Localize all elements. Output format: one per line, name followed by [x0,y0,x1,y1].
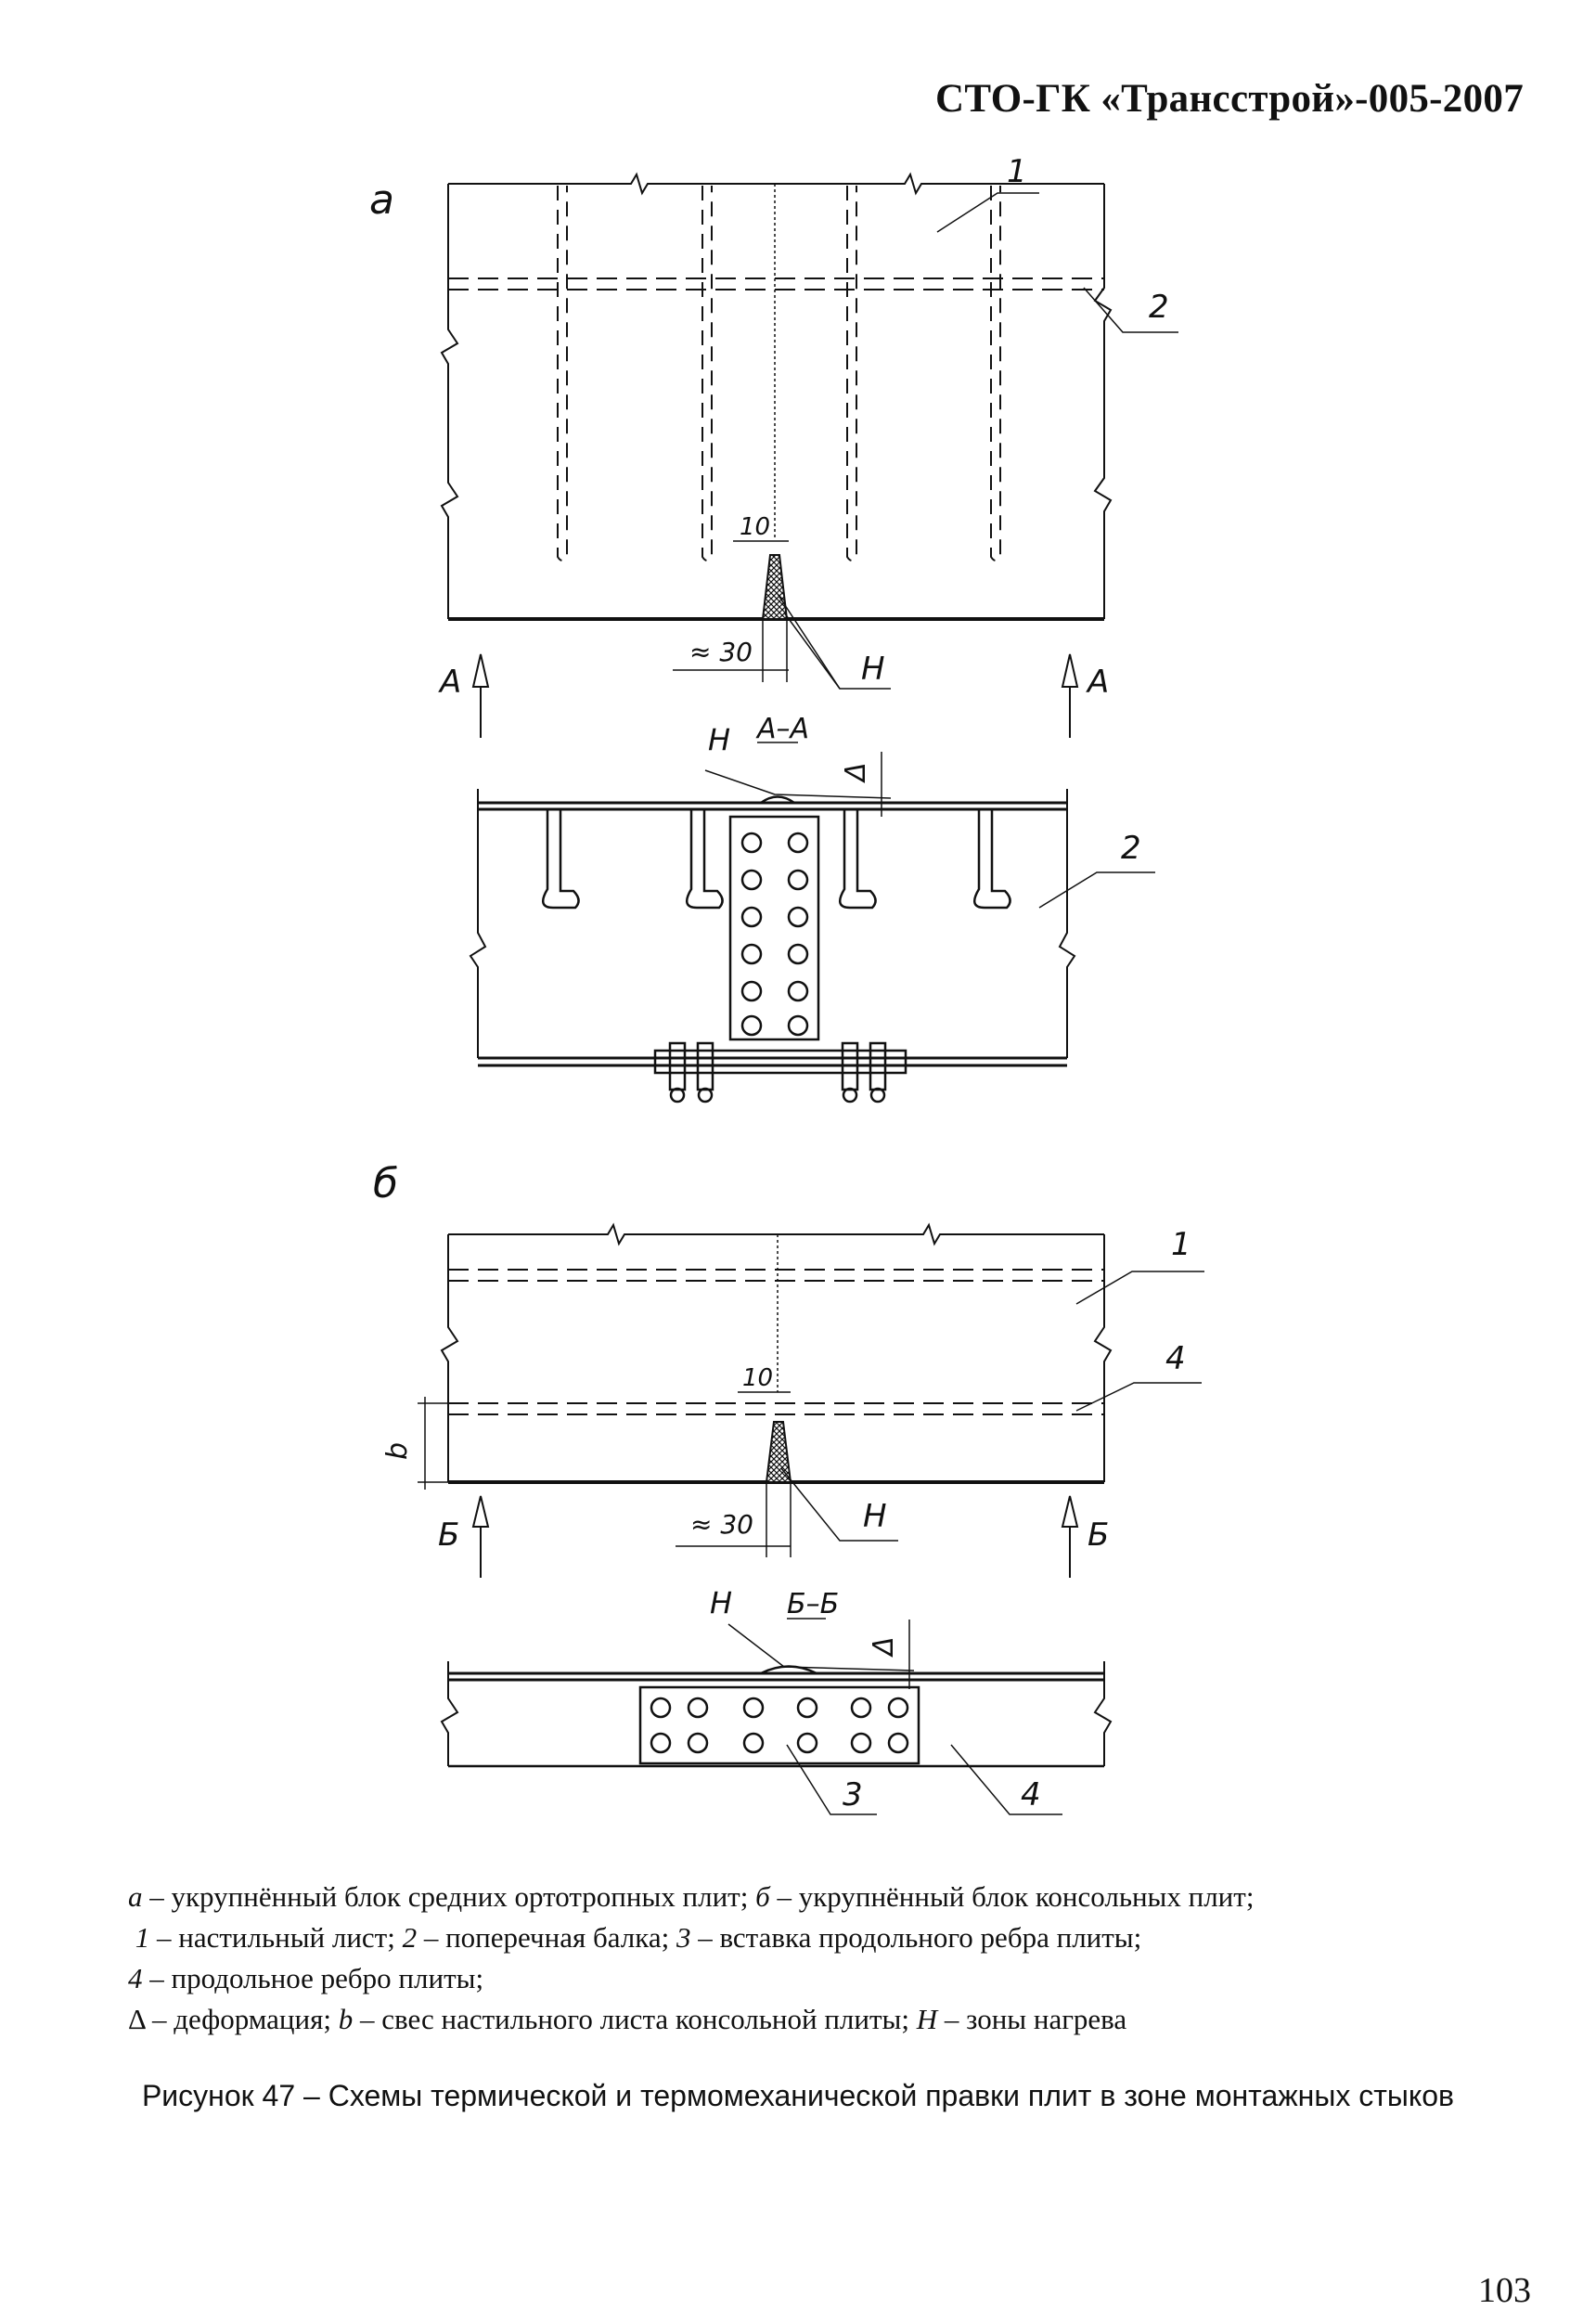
plate-left-edge [440,184,459,619]
bolts-b [650,1697,909,1754]
dim-b: b [381,1442,414,1460]
plate-b-top-edge [448,1222,1104,1246]
label-1-b: 1 [1171,1226,1191,1263]
label-2-section-a: 2 [1121,830,1141,867]
label-h-b: H [863,1498,887,1535]
technical-drawing: а 10 ≈ 30 H [369,153,1204,1815]
section-a-a: H А–А Δ [469,713,1155,1103]
label-1-a: 1 [1007,153,1027,190]
section-arrows-a: А А [438,653,1109,738]
dim-30-b: ≈ 30 [690,1509,753,1540]
plate-top-edge [448,172,1104,196]
legend-line-2: 1 – настильный лист; 2 – поперечная балк… [135,1921,1142,1954]
panel-a-plan: а 10 ≈ 30 H [369,153,1178,738]
figure-caption: Рисунок 47 – Схемы термической и термоме… [141,2079,1455,2112]
panel-a-label: а [369,176,394,224]
figure-legend: а – укрупнённый блок средних ортотропных… [128,1877,1501,2040]
delta-a: Δ [840,762,872,783]
label-3-b: 3 [843,1776,863,1813]
heating-zone-b [765,1421,792,1483]
bottom-bolts-a [668,1041,887,1103]
section-b-right-label: Б [1088,1516,1109,1554]
leader-1-a [936,192,1039,233]
rib-insert-b [638,1685,920,1765]
longitudinal-rib-b [448,1269,1104,1415]
label-h-section-b: H [710,1585,732,1620]
bolts-a [740,832,809,1037]
section-a-left-label: А [438,664,461,701]
document-header: СТО-ГК «Трансстрой»-005-2007 [935,77,1524,121]
legend-line-4: Δ – деформация; b – свес настильного лис… [128,2003,1127,2035]
heating-zone-a [761,554,789,620]
rib-profiles-a [541,809,1011,910]
deformation-bump-a [760,795,795,805]
label-2-a: 2 [1149,289,1169,326]
legend-line-3: 4 – продольное ребро плиты; [128,1962,484,1994]
page-number: 103 [1478,2271,1531,2310]
longitudinal-ribs [557,186,1001,561]
label-4-b: 4 [1165,1340,1186,1377]
section-arrows-b: Б Б [438,1495,1109,1578]
section-a-title: А–А [755,713,809,745]
label-h-section-a: H [708,722,730,757]
leader-2-a [1083,287,1178,333]
panel-b-label: б [373,1160,398,1207]
bottom-splice-a [653,1049,907,1075]
transverse-beam [448,277,1104,290]
label-h-a: H [861,651,885,688]
section-b-title: Б–Б [787,1588,839,1620]
section-b-b: H Б–Б Δ 3 4 [440,1585,1113,1815]
delta-b: Δ [868,1636,900,1658]
section-a-right-label: А [1086,664,1109,701]
legend-line-1: а – укрупнённый блок средних ортотропных… [128,1880,1255,1913]
dim-30-a: ≈ 30 [689,637,753,667]
dim-10-a: 10 [740,513,770,541]
panel-b-plan: б 10 b ≈ 30 H 1 4 [373,1160,1204,1578]
section-b-left-label: Б [438,1516,459,1554]
plate-right-edge [1093,184,1113,619]
label-4-section-b: 4 [1021,1776,1041,1813]
dim-10-b: 10 [742,1364,773,1392]
